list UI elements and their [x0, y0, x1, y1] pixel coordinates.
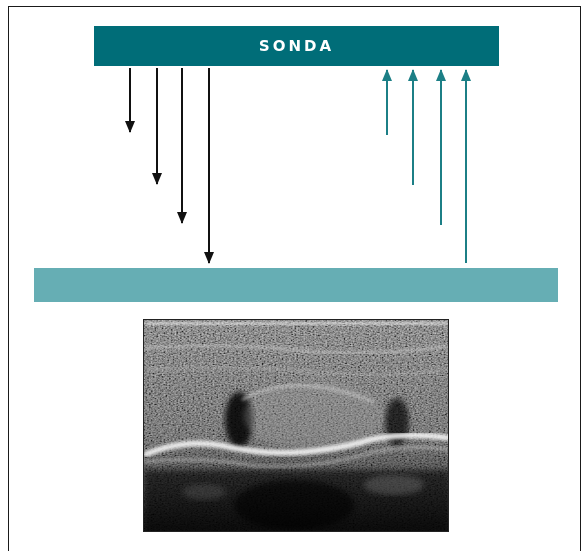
tissue-interface-bar — [34, 268, 558, 302]
probe-bar: SONDA — [94, 26, 499, 66]
ultrasound-scan-image — [143, 319, 449, 532]
probe-label: SONDA — [259, 37, 334, 55]
